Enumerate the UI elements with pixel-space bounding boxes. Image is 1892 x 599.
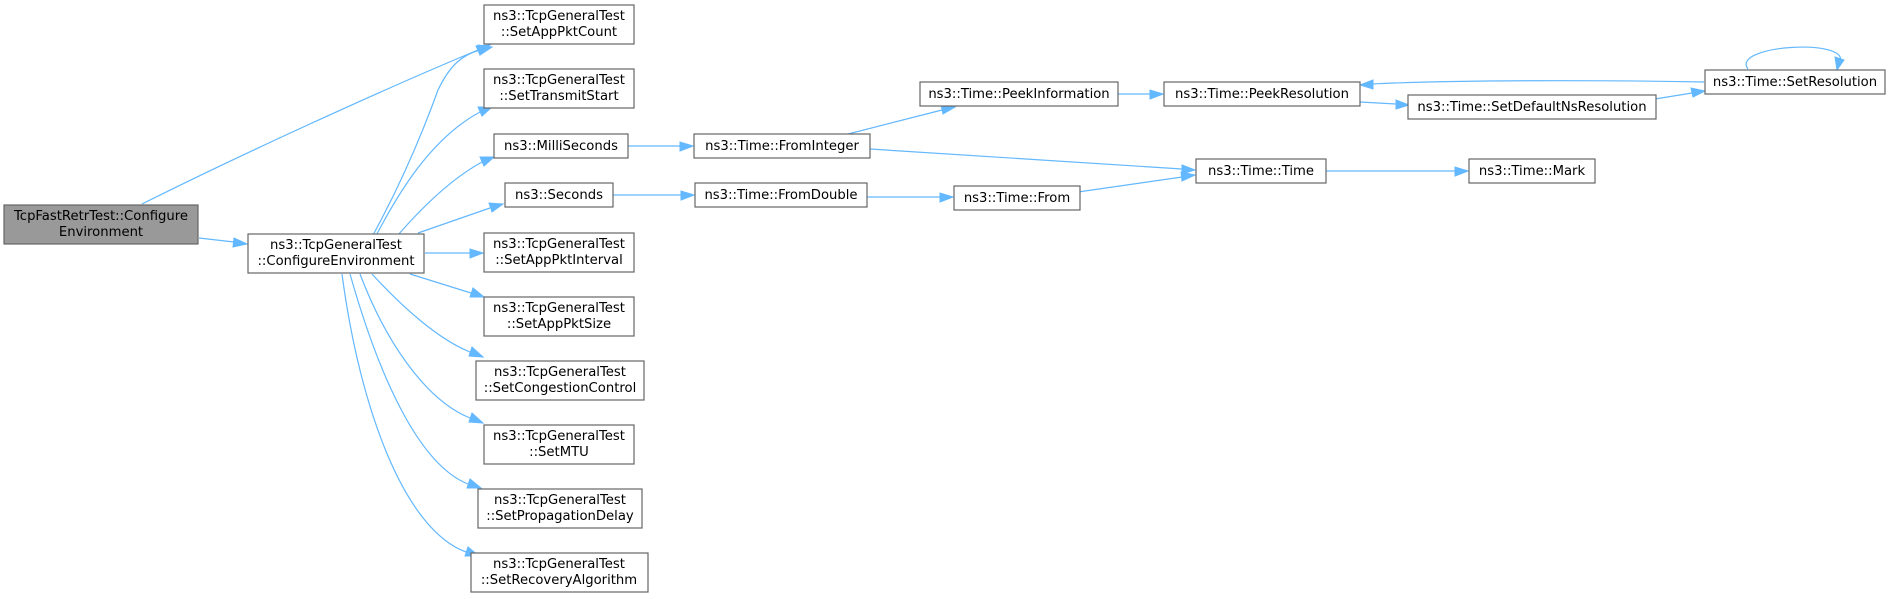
svg-text:ns3::TcpGeneralTest: ns3::TcpGeneralTest [493,429,625,444]
node-set-app-pkt-count[interactable]: ns3::TcpGeneralTest ::SetAppPktCount [483,4,635,45]
svg-text:ns3::MilliSeconds: ns3::MilliSeconds [504,139,618,154]
edge-from-to-time [1077,171,1197,193]
node-from-integer[interactable]: ns3::Time::FromInteger [693,133,871,159]
edge-tgt-to-set-app-pkt-count [351,44,494,273]
edge-tgt-to-set-app-pkt-size [409,273,486,298]
svg-text:ns3::TcpGeneralTest: ns3::TcpGeneralTest [493,9,625,24]
node-from[interactable]: ns3::Time::From [953,185,1081,211]
svg-text:ns3::TcpGeneralTest: ns3::TcpGeneralTest [493,237,625,252]
svg-text:ns3::TcpGeneralTest: ns3::TcpGeneralTest [493,301,625,316]
node-set-transmit-start[interactable]: ns3::TcpGeneralTest ::SetTransmitStart [483,68,635,109]
svg-text:ns3::Time::From: ns3::Time::From [964,191,1070,206]
edge-root-to-tgt-configure [198,237,249,248]
node-seconds[interactable]: ns3::Seconds [504,182,614,208]
svg-text:ns3::Seconds: ns3::Seconds [515,188,603,203]
node-time[interactable]: ns3::Time::Time [1195,158,1327,184]
edge-peek-information-to-peek-resolution [1118,89,1165,100]
edge-from-double-to-from [866,192,955,203]
edge-tgt-to-set-mtu [359,273,485,424]
edge-set-default-ns-resolution-to-set-resolution [1654,87,1707,100]
svg-text:ns3::Time::SetResolution: ns3::Time::SetResolution [1713,75,1877,90]
svg-text:::ConfigureEnvironment: ::ConfigureEnvironment [257,254,414,269]
svg-text:TcpFastRetrTest::Configure: TcpFastRetrTest::Configure [13,209,188,224]
svg-text:ns3::TcpGeneralTest: ns3::TcpGeneralTest [270,238,402,253]
svg-text:Environment: Environment [59,225,143,240]
node-set-resolution[interactable]: ns3::Time::SetResolution [1704,69,1886,95]
svg-text:ns3::Time::PeekInformation: ns3::Time::PeekInformation [928,87,1109,102]
edge-from-integer-to-peek-information [847,104,957,135]
edge-tgt-to-set-propagation-delay [349,273,483,489]
edge-set-resolution-to-peek-resolution [1358,79,1705,90]
node-peek-information[interactable]: ns3::Time::PeekInformation [919,81,1119,107]
svg-text:ns3::TcpGeneralTest: ns3::TcpGeneralTest [493,557,625,572]
edge-milliseconds-to-from-integer [627,141,695,152]
node-set-recovery-algorithm[interactable]: ns3::TcpGeneralTest ::SetRecoveryAlgorit… [470,552,649,593]
edge-time-to-mark [1326,166,1470,177]
svg-text:::SetAppPktCount: ::SetAppPktCount [501,25,617,40]
svg-text:ns3::Time::Mark: ns3::Time::Mark [1479,164,1586,179]
node-set-mtu[interactable]: ns3::TcpGeneralTest ::SetMTU [483,424,635,465]
svg-text:::SetCongestionControl: ::SetCongestionControl [484,381,636,396]
node-set-propagation-delay[interactable]: ns3::TcpGeneralTest ::SetPropagationDela… [477,488,643,529]
edge-root-to-set-app-pkt-count [141,44,492,205]
svg-text:::SetAppPktSize: ::SetAppPktSize [507,317,611,332]
edge-set-resolution-self-loop [1745,46,1845,72]
node-peek-resolution[interactable]: ns3::Time::PeekResolution [1163,81,1361,107]
node-from-double[interactable]: ns3::Time::FromDouble [694,182,868,208]
svg-text:ns3::Time::FromDouble: ns3::Time::FromDouble [704,188,857,203]
node-mark[interactable]: ns3::Time::Mark [1468,158,1596,184]
svg-text:::SetMTU: ::SetMTU [529,445,589,460]
svg-text:::SetPropagationDelay: ::SetPropagationDelay [486,509,634,524]
svg-text:::SetRecoveryAlgorithm: ::SetRecoveryAlgorithm [481,573,637,588]
edge-tgt-to-seconds [417,202,505,234]
edge-peek-resolution-to-set-default-ns-resolution [1359,99,1411,110]
node-set-default-ns-resolution[interactable]: ns3::Time::SetDefaultNsResolution [1407,94,1657,120]
svg-text:::SetAppPktInterval: ::SetAppPktInterval [495,253,623,268]
svg-text:ns3::TcpGeneralTest: ns3::TcpGeneralTest [494,365,626,380]
svg-text:ns3::Time::PeekResolution: ns3::Time::PeekResolution [1175,87,1349,102]
node-set-app-pkt-interval[interactable]: ns3::TcpGeneralTest ::SetAppPktInterval [483,232,635,273]
svg-text:::SetTransmitStart: ::SetTransmitStart [499,89,618,104]
node-tcpgeneraltest-configure-environment[interactable]: ns3::TcpGeneralTest ::ConfigureEnvironme… [247,233,425,274]
node-set-congestion-control[interactable]: ns3::TcpGeneralTest ::SetCongestionContr… [475,360,645,401]
svg-text:ns3::Time::Time: ns3::Time::Time [1208,164,1314,179]
svg-text:ns3::TcpGeneralTest: ns3::TcpGeneralTest [494,493,626,508]
edge-tgt-to-set-congestion-control [371,273,485,358]
node-set-app-pkt-size[interactable]: ns3::TcpGeneralTest ::SetAppPktSize [483,296,635,337]
edge-tgt-to-set-app-pkt-interval [425,248,485,259]
edge-seconds-to-from-double [613,190,696,201]
edge-from-integer-to-time [869,148,1197,175]
svg-text:ns3::Time::SetDefaultNsResolut: ns3::Time::SetDefaultNsResolution [1417,100,1646,115]
node-milliseconds[interactable]: ns3::MilliSeconds [493,133,629,159]
svg-text:ns3::Time::FromInteger: ns3::Time::FromInteger [705,139,859,154]
node-tcpfastretrtest-configure-environment[interactable]: TcpFastRetrTest::Configure Environment [3,204,199,245]
svg-text:ns3::TcpGeneralTest: ns3::TcpGeneralTest [493,73,625,88]
